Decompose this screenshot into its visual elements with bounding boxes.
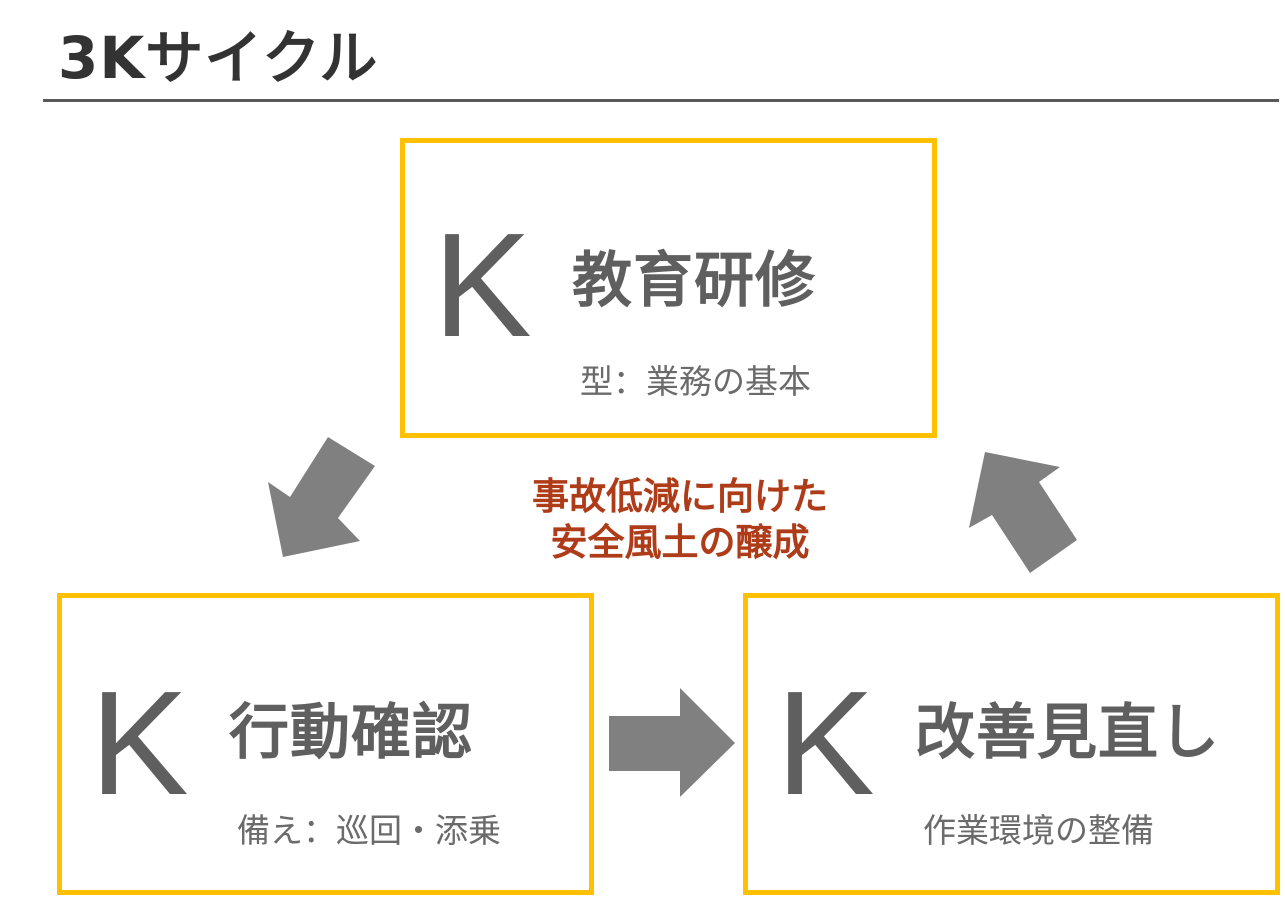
k-letter: K [90,661,189,826]
box-subtitle: 型：業務の基本 [580,362,811,401]
title-underline [43,99,1279,102]
box-behavior-check: K 行動確認 備え：巡回・添乗 [57,593,594,895]
page-title: 3Kサイクル [58,24,379,92]
k-letter: K [433,203,532,368]
arrow-right-icon [609,688,735,797]
box-improvement-review: K 改善見直し 作業環境の整備 [743,593,1280,895]
center-goal-line1: 事故低減に向けた [532,475,828,518]
box-heading: 改善見直し [915,698,1220,768]
arrow-up-right-icon [969,452,1077,573]
box-heading: 教育研修 [572,246,816,316]
box-subtitle: 作業環境の整備 [923,811,1154,850]
center-goal-line2: 安全風土の醸成 [550,521,810,564]
arrow-down-left-icon [268,437,375,557]
box-subtitle: 備え：巡回・添乗 [237,811,501,850]
k-letter: K [776,661,875,826]
box-heading: 行動確認 [229,698,473,768]
center-goal-label: 事故低減に向けた 安全風土の醸成 [500,474,860,566]
box-education-training: K 教育研修 型：業務の基本 [400,138,937,438]
